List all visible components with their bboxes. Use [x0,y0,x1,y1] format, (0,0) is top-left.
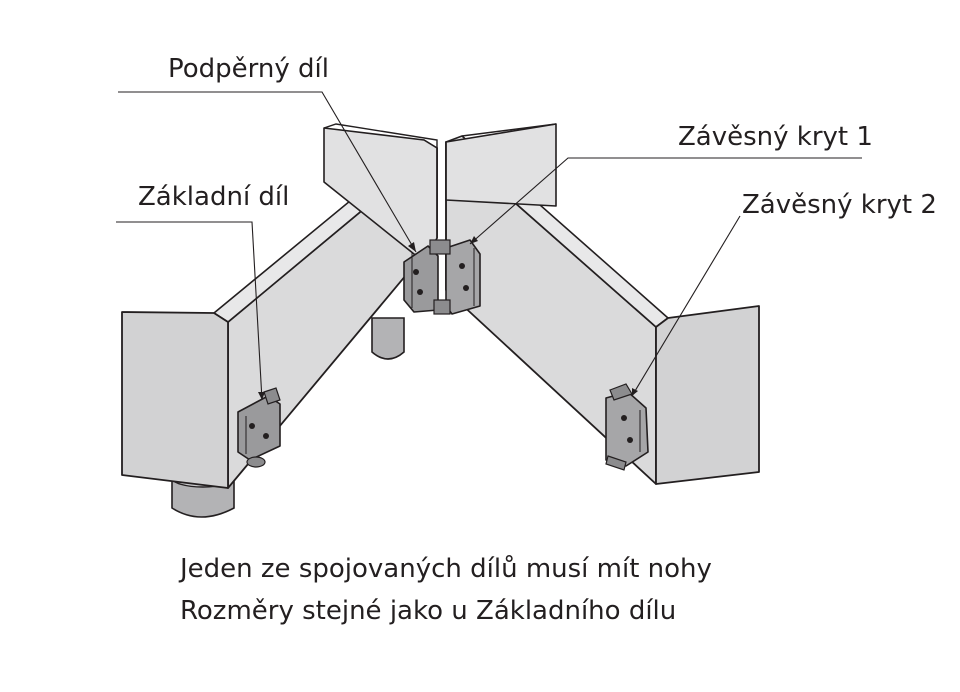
leader-lines [116,91,862,401]
label-support-part: Podpěrný díl [168,54,329,84]
note-dimensions: Rozměry stejné jako u Základního dílu [180,596,677,626]
label-hinge-cover-1: Závěsný kryt 1 [678,122,873,152]
left-hinge-bracket [237,387,281,468]
label-base-part: Základní díl [138,182,290,212]
note-legs-required: Jeden ze spojovaných dílů musí mít nohy [180,554,712,584]
label-hinge-cover-2: Závěsný kryt 2 [742,190,937,220]
center-hinge-bracket [403,239,481,315]
leader-arrowheads [258,236,638,400]
right-hinge-bracket [605,383,649,471]
right-panel [445,123,760,485]
leg-back [371,317,405,360]
